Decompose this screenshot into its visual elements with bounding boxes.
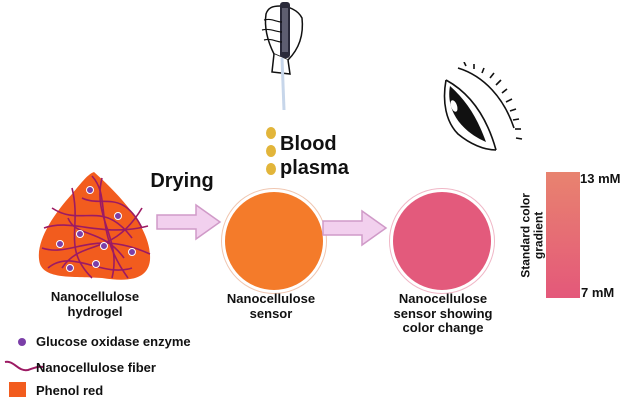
hydrogel-shape [38,172,151,280]
enzyme-dots [56,186,136,272]
phenol-legend-icon [9,382,26,397]
fiber-legend-label: Nanocellulose fiber [36,360,156,375]
drying-label: Drying [150,170,214,192]
pipette-hand-icon [261,2,304,111]
hydrogel-illustration [38,172,151,280]
enzyme-legend-label: Glucose oxidase enzyme [36,334,191,349]
enzyme-legend-icon [18,338,26,346]
sensor-disc [222,189,326,293]
gradient-low-label: 7 mM [581,285,615,300]
gradient-high-label: 13 mM [580,171,621,186]
arrow-drying [156,203,222,241]
nanocellulose-fibers [41,175,151,279]
blood-plasma-label: Blood plasma [280,133,349,179]
fiber-legend-icon [4,360,44,372]
sensor-label: Nanocellulose sensor [226,291,316,321]
phenol-legend-label: Phenol red [36,383,104,398]
color-gradient-bar [546,172,580,298]
hydrogel-label: Nanocellulose hydrogel [50,289,140,319]
changed-sensor-disc [390,189,494,293]
gradient-title: Standard color gradient [518,193,546,278]
blood-plasma-drops [266,127,276,175]
arrow-reaction [322,209,388,247]
changed-sensor-label: Nanocellulose sensor showing color chang… [393,291,493,336]
eye-icon [443,62,523,151]
